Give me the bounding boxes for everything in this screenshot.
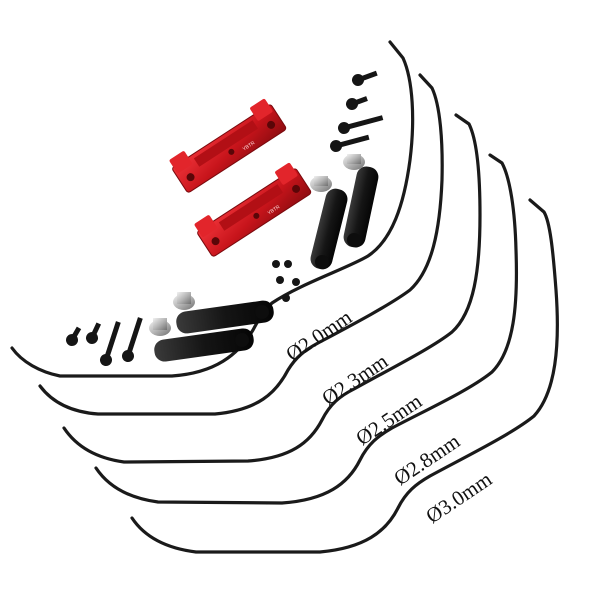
screw	[86, 322, 102, 344]
small-hardware	[272, 260, 300, 302]
screw	[66, 326, 82, 346]
screw	[100, 321, 121, 366]
screw	[346, 96, 368, 110]
screw	[338, 115, 384, 134]
screw	[122, 317, 143, 362]
screw-set-lower	[66, 317, 143, 366]
screw	[352, 70, 378, 86]
sway-bars	[10, 40, 559, 554]
ball-end-link	[173, 292, 274, 334]
ball-end-link	[343, 154, 379, 248]
sway-bar-2-0	[10, 40, 415, 378]
ball-end-link	[149, 318, 254, 362]
sway-bar-2-8	[94, 153, 519, 505]
red-mount-lower: YBTR	[194, 162, 312, 257]
sway-bar-3-0	[130, 198, 559, 554]
screw-set-upper	[330, 70, 384, 152]
screw	[330, 134, 370, 152]
ball-end-link	[310, 176, 348, 270]
sway-bar-2-5	[62, 113, 482, 464]
sway-bar-2-3	[38, 73, 444, 416]
red-mount-upper: YBTR	[169, 98, 287, 193]
